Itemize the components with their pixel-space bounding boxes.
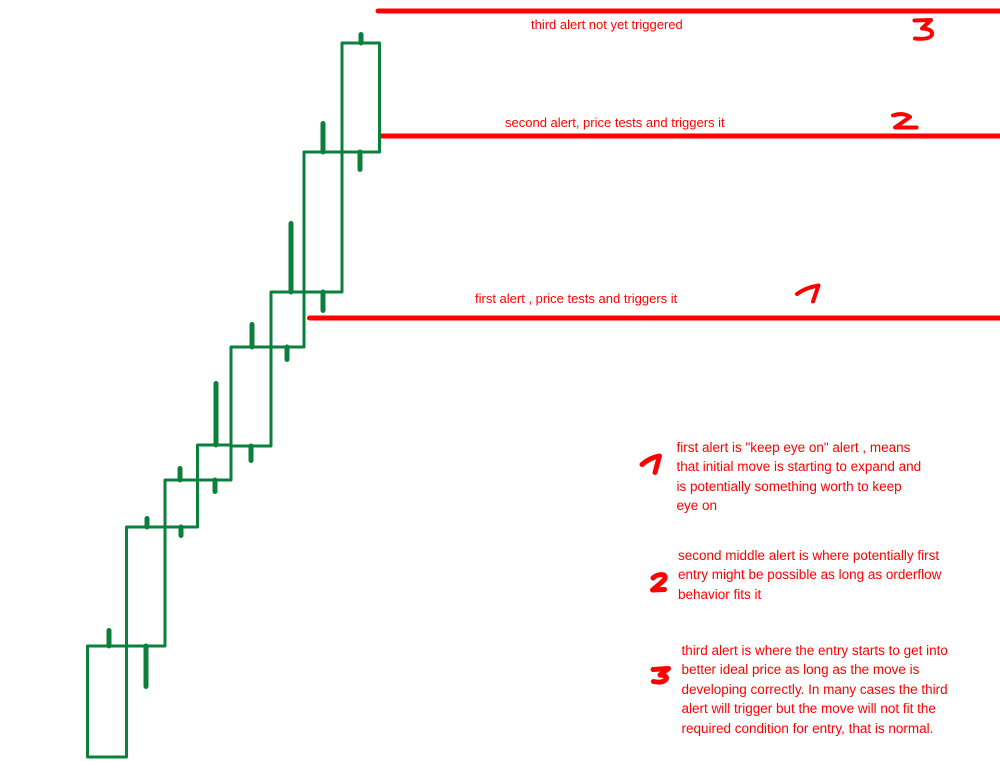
alert-label-1: first alert , price tests and triggers i…	[475, 291, 678, 306]
candle	[229, 322, 273, 463]
candle	[196, 381, 233, 494]
note-line: behavior fits it	[678, 586, 762, 602]
note-marker-1-icon: 1	[639, 453, 662, 475]
note-line: better ideal price as long as the move i…	[681, 662, 920, 677]
note-marker-3-icon: 3	[650, 666, 671, 685]
note-line: third alert is where the entry starts to…	[681, 642, 948, 658]
candles	[86, 32, 381, 759]
candle-body	[196, 443, 233, 482]
note-line: required condition for entry, that is no…	[681, 720, 934, 736]
candle	[163, 466, 199, 538]
marker-2-icon: 2	[891, 112, 919, 130]
candle	[340, 32, 381, 172]
alert-label-2: second alert, price tests and triggers i…	[505, 115, 725, 130]
note-first-alert: first alert is "keep eye on" alert , mea…	[677, 438, 922, 516]
marker-3-icon: 3	[912, 18, 935, 41]
candle-body	[302, 150, 344, 294]
candle	[302, 121, 344, 313]
note-line: that initial move is starting to expand …	[676, 459, 922, 474]
note-line: eye on	[676, 498, 718, 513]
candle-body	[163, 478, 199, 529]
candle-body	[269, 290, 306, 349]
note-third-alert: third alert is where the entry starts to…	[682, 641, 948, 739]
note-line: alert will trigger but the move will not…	[681, 701, 936, 716]
note-line: developing correctly. In many cases the …	[681, 681, 948, 697]
note-line: is potentially something worth to keep	[676, 478, 902, 494]
note-line: first alert is "keep eye on" alert , mea…	[676, 439, 911, 455]
candle	[269, 221, 306, 362]
candle	[86, 628, 128, 759]
marker-1-icon: 1	[795, 283, 821, 304]
note-second-alert: second middle alert is where potentially…	[678, 546, 941, 605]
note-marker-2-icon: 2	[650, 572, 668, 593]
candle-body	[229, 345, 273, 448]
candle-body	[125, 525, 167, 648]
candle-body	[86, 644, 128, 759]
alert-lines	[307, 8, 1000, 321]
candle-body	[340, 41, 381, 154]
candle	[125, 516, 167, 689]
note-line: second middle alert is where potentially…	[678, 547, 940, 563]
alert-label-3: third alert not yet triggered	[531, 17, 683, 32]
note-line: entry might be possible as long as order…	[678, 567, 942, 582]
